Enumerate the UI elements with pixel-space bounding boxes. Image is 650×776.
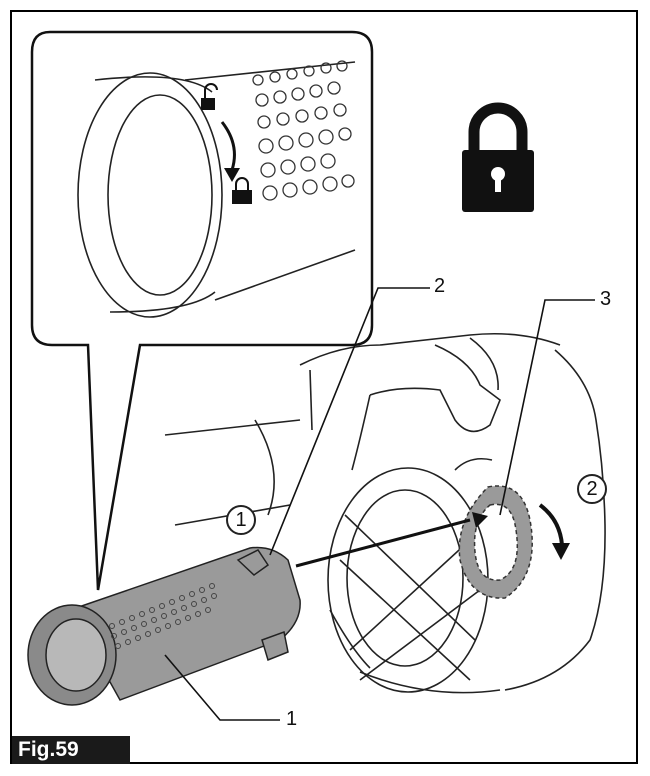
insert-arrow [295, 512, 488, 568]
inset-holes [252, 60, 355, 201]
callout-2: 2 [434, 275, 446, 297]
inset-unlocked-icon [201, 83, 218, 110]
step-1-marker: 1 [226, 505, 256, 535]
rotation-arrow [220, 121, 236, 171]
padlock-icon [462, 102, 534, 212]
inset-locked-icon [232, 177, 252, 204]
filter-tube [27, 546, 301, 706]
rotate-arrow [538, 503, 570, 560]
callout-1: 1 [286, 708, 298, 730]
inset-detail [30, 30, 374, 591]
step-2-marker: 2 [577, 474, 607, 504]
target-ring [458, 485, 533, 599]
callout-3: 3 [600, 288, 612, 310]
figure-label: Fig.59 [12, 736, 130, 764]
leader-lines [164, 287, 595, 721]
